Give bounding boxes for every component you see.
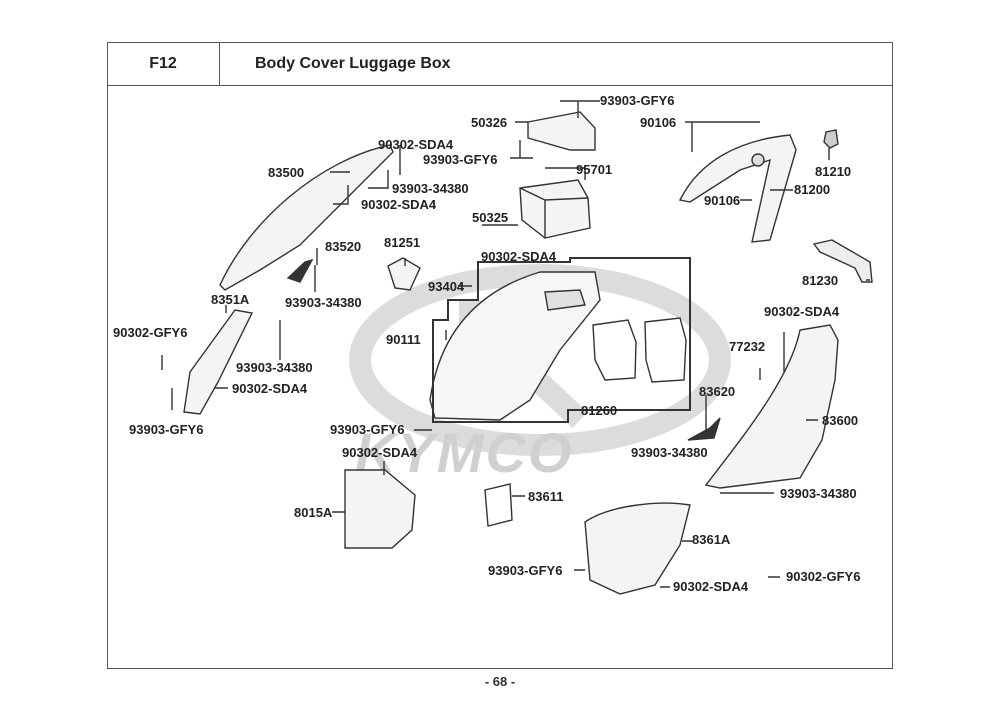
- part-label: 93903-GFY6: [600, 93, 675, 108]
- luggage-box-callout-outline: [432, 257, 691, 423]
- part-8015A-cover: [344, 469, 416, 549]
- part-label: 93903-GFY6: [330, 422, 405, 437]
- part-81210-bracket: [823, 129, 839, 149]
- page-number: - 68 -: [484, 674, 516, 689]
- part-label: 81200: [794, 182, 831, 197]
- part-label: 90302-SDA4: [764, 304, 840, 319]
- diagram-frame: [107, 42, 893, 669]
- part-81200-rail: [678, 134, 797, 243]
- part-label: 93903-34380: [392, 181, 469, 196]
- part-label: 93903-34380: [285, 295, 362, 310]
- part-label: 93903-34380: [236, 360, 313, 375]
- part-label: 83611: [528, 489, 564, 504]
- part-label: 81210: [815, 164, 852, 179]
- part-label: 8361A: [692, 532, 731, 547]
- part-label: 8015A: [294, 505, 333, 520]
- figure-title: Body Cover Luggage Box: [220, 42, 893, 86]
- part-label: 93903-34380: [780, 486, 857, 501]
- part-label: 93903-GFY6: [423, 152, 498, 167]
- part-label: 50325: [472, 210, 509, 225]
- part-label: 90106: [640, 115, 677, 130]
- part-8361A-cover: [584, 502, 691, 595]
- part-label: 90302-SDA4: [232, 381, 308, 396]
- part-50326-cover: [527, 111, 596, 151]
- part-label: 83500: [268, 165, 305, 180]
- part-label: 93903-GFY6: [129, 422, 204, 437]
- part-label: 83520: [325, 239, 362, 254]
- part-83600-cover: [704, 324, 839, 489]
- part-label: 81230: [802, 273, 839, 288]
- part-8351A-panel: [183, 309, 254, 415]
- part-label: 90302-SDA4: [673, 579, 749, 594]
- part-label: 50326: [471, 115, 508, 130]
- part-label: 93903-34380: [631, 445, 708, 460]
- part-label: 8351A: [211, 292, 250, 307]
- part-label: 90302-GFY6: [786, 569, 861, 584]
- part-label: 90302-SDA4: [361, 197, 437, 212]
- part-label: 77232: [729, 339, 766, 354]
- part-83620-piece: [687, 417, 721, 441]
- part-label: 83620: [699, 384, 736, 399]
- figure-code: F12: [107, 42, 220, 86]
- part-label: 90302-SDA4: [481, 249, 557, 264]
- part-83611-plate: [484, 483, 513, 527]
- part-label: 90302-SDA4: [342, 445, 418, 460]
- part-label: 81260: [581, 403, 618, 418]
- part-83520-piece: [286, 258, 314, 283]
- part-81251-lid: [387, 257, 421, 291]
- part-label: 83600: [822, 413, 859, 428]
- part-label: 90111: [386, 332, 421, 347]
- part-label: 81251: [384, 235, 421, 250]
- part-label: 90302-SDA4: [378, 137, 454, 152]
- part-label: 93404: [428, 279, 465, 294]
- part-label: 90106: [704, 193, 741, 208]
- part-label: 95701: [576, 162, 613, 177]
- part-label: 90302-GFY6: [113, 325, 188, 340]
- part-50325-box: [519, 179, 591, 239]
- watermark-text: KYMCO: [355, 421, 574, 484]
- part-83500-cover: [219, 144, 394, 291]
- part-81230-bracket: [812, 239, 873, 283]
- part-label: 93903-GFY6: [488, 563, 563, 578]
